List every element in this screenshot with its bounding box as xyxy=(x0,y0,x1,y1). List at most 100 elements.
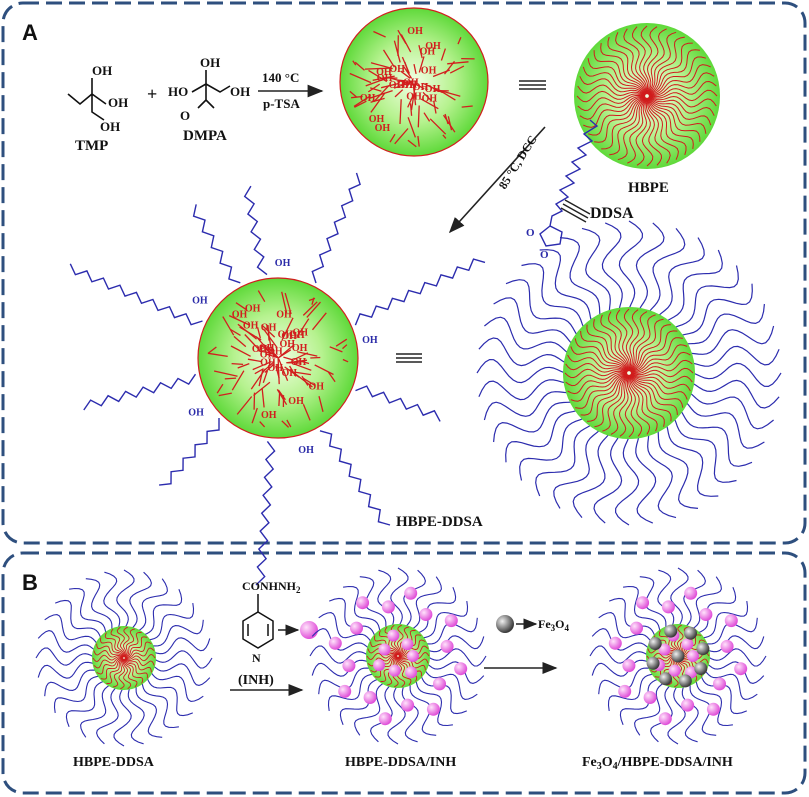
micelle-shell-chains xyxy=(589,567,767,745)
bond xyxy=(281,420,290,428)
dmpa-o: O xyxy=(180,108,190,123)
bond xyxy=(367,83,381,93)
polymer-chain xyxy=(476,358,566,384)
polymer-chain xyxy=(630,359,693,374)
polymer-chain xyxy=(398,656,426,671)
bond xyxy=(224,377,237,380)
polymer-chain xyxy=(645,97,663,166)
tmp-label: TMP xyxy=(75,138,108,154)
polymer-chain xyxy=(646,26,659,95)
polymer-chain xyxy=(607,36,647,95)
hydroxyl-label: OH xyxy=(406,92,422,103)
bond xyxy=(417,135,420,147)
inh-drug-particle xyxy=(440,639,454,653)
polymer-chain xyxy=(564,368,628,379)
micelle-fe3o4-hbpe-ddsa-inh xyxy=(589,567,767,745)
polymer-chain xyxy=(619,677,661,725)
fe3o4-particle xyxy=(684,626,697,640)
polymer-chain xyxy=(140,679,179,729)
bond xyxy=(400,70,411,79)
inh-formula: CONHNH2 xyxy=(242,579,301,595)
alkyl-chain xyxy=(255,440,276,586)
alkyl-chain xyxy=(83,373,197,411)
bond xyxy=(412,83,417,106)
bond xyxy=(404,61,410,75)
polymer-chain xyxy=(630,337,683,373)
bond xyxy=(327,371,336,383)
inh-drug-particle xyxy=(724,614,738,628)
polymer-chain xyxy=(648,64,711,96)
polymer-chain xyxy=(85,578,113,633)
polymer-chain xyxy=(630,372,693,384)
polymer-chain xyxy=(705,648,767,667)
ddsa-structure xyxy=(539,119,599,247)
polymer-chain xyxy=(484,316,569,354)
polymer-chain xyxy=(629,314,656,372)
polymer-chain xyxy=(493,297,573,345)
polymer-chain xyxy=(647,97,687,156)
polymer-chain xyxy=(122,658,132,690)
bond xyxy=(417,105,420,128)
polymer-chain xyxy=(535,424,592,497)
polymer-chain xyxy=(609,597,657,639)
hbpe-core-bonds xyxy=(349,29,475,148)
polymer-chain xyxy=(110,628,125,658)
polymer-chain xyxy=(586,324,629,372)
polymer-chain xyxy=(657,429,699,509)
polymer-chain xyxy=(397,624,404,656)
polymer-chain xyxy=(667,683,686,745)
inh-drug-particle xyxy=(636,596,650,610)
fe3o4-particle xyxy=(659,672,672,686)
bond xyxy=(423,112,431,122)
bond xyxy=(231,370,245,391)
polymer-chain xyxy=(401,683,419,743)
polymer-chain xyxy=(570,346,628,373)
hydroxyl-label: OH xyxy=(232,309,248,320)
hbpe-ddsa-schematic-shell-chains xyxy=(476,220,782,526)
bond xyxy=(251,407,258,424)
polymer-chain xyxy=(419,673,467,715)
inh-drug-particle xyxy=(668,664,681,677)
bond xyxy=(442,134,447,139)
polymer-chain xyxy=(629,318,664,372)
inh-drug-particle xyxy=(713,677,726,691)
polymer-chain xyxy=(151,637,211,655)
polymer-chain xyxy=(145,603,195,642)
hydroxyl-label: OH xyxy=(293,328,309,339)
bond xyxy=(409,103,413,116)
polymer-chain xyxy=(582,66,646,96)
polymer-chain xyxy=(478,379,566,401)
bond xyxy=(262,328,278,348)
polymer-chain xyxy=(591,628,652,651)
inh-drug-particle xyxy=(378,643,391,656)
polymer-chain xyxy=(329,597,377,639)
bond xyxy=(275,365,280,379)
polymer-chain xyxy=(689,325,775,355)
bond xyxy=(235,302,247,311)
hydroxyl-label: OH xyxy=(278,330,294,341)
inh-drug-particle xyxy=(426,702,440,716)
polymer-chain xyxy=(106,658,124,684)
bond xyxy=(257,290,266,303)
bond xyxy=(311,297,315,305)
bond xyxy=(318,396,324,412)
inh-drug-particle xyxy=(622,659,636,673)
polymer-chain xyxy=(618,374,630,437)
tmp-oh-right: OH xyxy=(108,95,128,110)
bond xyxy=(294,371,311,376)
polymer-chain xyxy=(93,650,124,659)
polymer-chain xyxy=(594,374,629,428)
bond xyxy=(382,49,395,68)
polymer-chain xyxy=(103,571,121,631)
fe3o4-particle xyxy=(646,656,660,670)
ddsa-o-1: O xyxy=(526,227,535,239)
polymer-chain xyxy=(580,373,628,416)
polymer-chain xyxy=(124,658,152,673)
polymer-chain xyxy=(567,354,628,373)
polymer-chain xyxy=(587,96,646,136)
polymer-chain xyxy=(124,654,156,662)
inh-label: (INH) xyxy=(238,673,274,688)
polymer-chain xyxy=(574,338,628,373)
polymer-chain xyxy=(35,647,97,666)
